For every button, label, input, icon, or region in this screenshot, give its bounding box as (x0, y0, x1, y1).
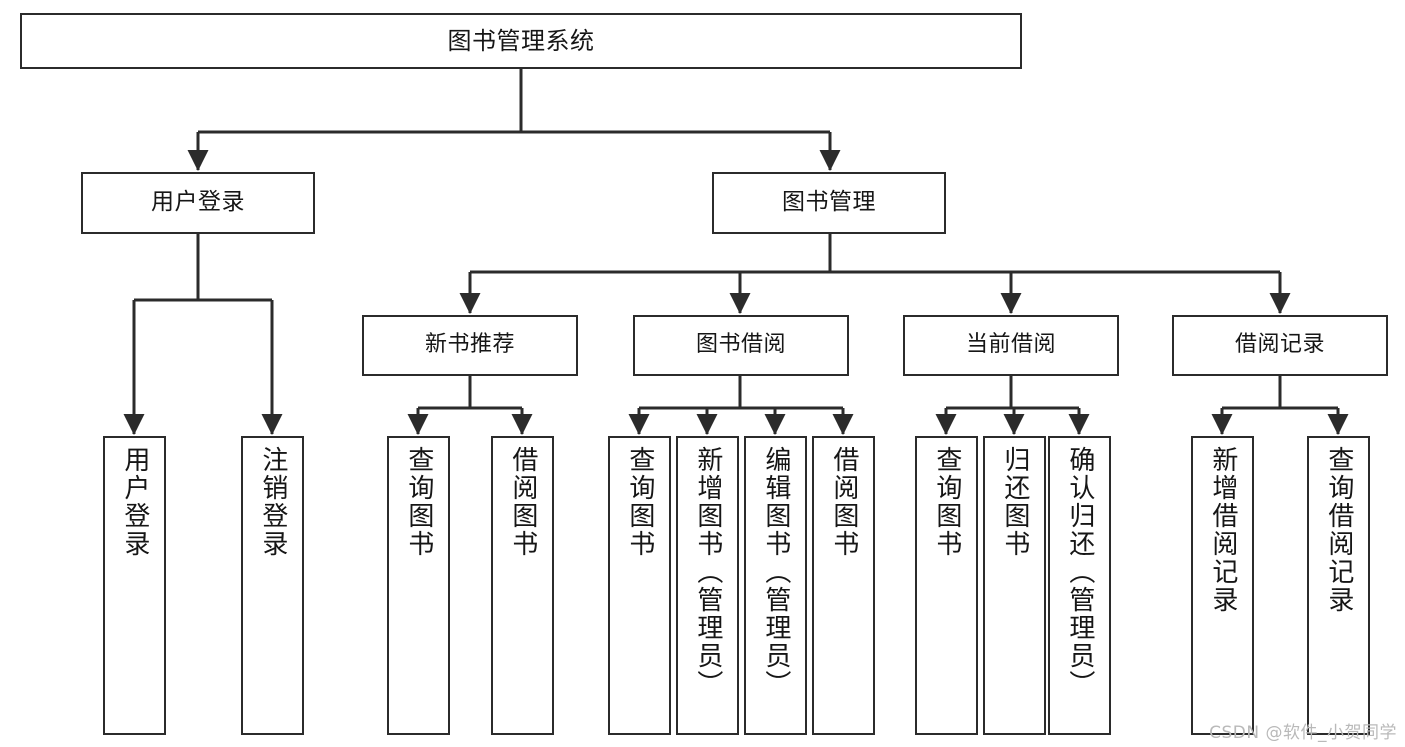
node-new-book-recommend[interactable]: 新书推荐 (362, 315, 578, 376)
node-label: 借阅记录 (1234, 332, 1325, 358)
node-leaf-query-record[interactable]: 查询借阅记录 (1307, 436, 1370, 735)
node-leaf-return-book[interactable]: 归还图书 (983, 436, 1046, 735)
node-leaf-edit-book[interactable]: 编辑图书（管理员） (744, 436, 807, 735)
node-label: 新书推荐 (424, 332, 515, 358)
node-label: 用户登录 (151, 189, 245, 216)
watermark-text: CSDN @软件_小贺同学 (1209, 723, 1397, 743)
node-label: 新增借阅记录 (1207, 446, 1238, 614)
node-borrow-record[interactable]: 借阅记录 (1172, 315, 1388, 376)
node-leaf-borrow-book-1[interactable]: 借阅图书 (491, 436, 554, 735)
node-label: 图书借阅 (695, 332, 786, 358)
node-leaf-query-book-3[interactable]: 查询图书 (915, 436, 978, 735)
node-book-borrow[interactable]: 图书借阅 (633, 315, 849, 376)
node-book-management[interactable]: 图书管理 (712, 172, 946, 234)
node-label: 确认归还（管理员） (1064, 446, 1095, 698)
node-leaf-add-record[interactable]: 新增借阅记录 (1191, 436, 1254, 735)
node-leaf-confirm-return[interactable]: 确认归还（管理员） (1048, 436, 1111, 735)
node-label: 新增图书（管理员） (692, 446, 723, 698)
node-label: 归还图书 (999, 446, 1030, 558)
node-label: 借阅图书 (507, 446, 538, 558)
node-leaf-query-book-1[interactable]: 查询图书 (387, 436, 450, 735)
node-label: 编辑图书（管理员） (760, 446, 791, 698)
node-label: 借阅图书 (828, 446, 859, 558)
node-leaf-add-book[interactable]: 新增图书（管理员） (676, 436, 739, 735)
node-leaf-query-book-2[interactable]: 查询图书 (608, 436, 671, 735)
node-label: 图书管理系统 (447, 26, 595, 55)
node-label: 当前借阅 (965, 332, 1056, 358)
node-leaf-borrow-book-2[interactable]: 借阅图书 (812, 436, 875, 735)
node-label: 查询图书 (403, 446, 434, 558)
node-label: 查询图书 (931, 446, 962, 558)
node-root-system[interactable]: 图书管理系统 (20, 13, 1022, 69)
node-leaf-logout[interactable]: 注销登录 (241, 436, 304, 735)
node-label: 用户登录 (119, 446, 150, 558)
node-current-borrow[interactable]: 当前借阅 (903, 315, 1119, 376)
node-label: 图书管理 (782, 189, 876, 216)
node-label: 查询借阅记录 (1323, 446, 1354, 614)
node-user-login[interactable]: 用户登录 (81, 172, 315, 234)
node-label: 查询图书 (624, 446, 655, 558)
node-leaf-user-login[interactable]: 用户登录 (103, 436, 166, 735)
node-label: 注销登录 (257, 446, 288, 558)
